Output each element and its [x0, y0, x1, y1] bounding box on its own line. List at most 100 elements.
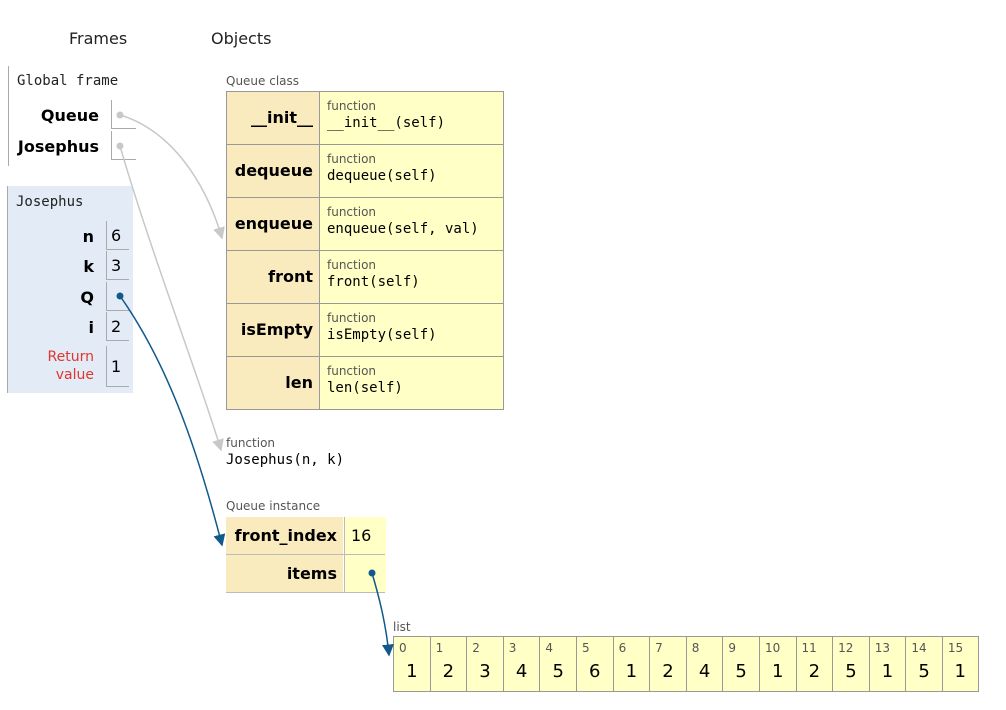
- class-value: function __init__(self): [327, 99, 445, 131]
- return-label-line2: value: [55, 367, 94, 383]
- instance-value: 16: [344, 517, 386, 554]
- class-value: function dequeue(self): [327, 152, 437, 184]
- function-signature: dequeue(self): [327, 168, 437, 184]
- josephus-function-object: function Josephus(n, k): [226, 436, 344, 468]
- function-signature: enqueue(self, val): [327, 221, 479, 237]
- list-index: 7: [655, 641, 663, 655]
- global-var-queue-name: Queue: [40, 106, 99, 125]
- josephus-var-n-name: n: [82, 227, 94, 246]
- list-index: 11: [801, 641, 817, 655]
- class-row-isempty: isEmpty function isEmpty(self): [227, 304, 503, 357]
- function-type-label: function: [226, 436, 276, 450]
- list-index: 15: [947, 641, 964, 655]
- return-label-line1: Return: [47, 349, 94, 365]
- function-signature: front(self): [327, 274, 420, 290]
- list-value: 5: [918, 661, 930, 682]
- class-row-enqueue: enqueue function enqueue(self, val): [227, 198, 503, 251]
- instance-row-front-index: front_index 16: [226, 517, 386, 555]
- list-label: list: [393, 620, 411, 634]
- list-value: 6: [589, 661, 601, 682]
- function-type-label: function: [327, 311, 377, 325]
- list-index: 4: [545, 641, 554, 655]
- list-value: 1: [625, 661, 638, 682]
- function-signature: len(self): [327, 380, 403, 396]
- return-value: 1: [111, 357, 122, 376]
- list-value: 5: [552, 661, 564, 682]
- q-pointer-arrow: [119, 295, 226, 547]
- global-var-josephus-name: Josephus: [17, 137, 99, 156]
- instance-key: front_index: [226, 517, 343, 554]
- function-type-label: function: [327, 99, 377, 113]
- class-key: isEmpty: [227, 304, 320, 356]
- list-value: 4: [515, 661, 528, 682]
- class-value: function len(self): [327, 364, 403, 396]
- josephus-var-i-name: i: [88, 318, 94, 337]
- return-value-label: Return value: [8, 348, 94, 384]
- class-key: __init__: [227, 92, 320, 144]
- list-index: 5: [581, 641, 590, 655]
- objects-header: Objects: [211, 29, 272, 48]
- instance-value: [344, 555, 386, 592]
- josephus-var-q-box: [106, 282, 129, 311]
- list-value: 5: [735, 661, 747, 682]
- list-index: 8: [691, 641, 700, 655]
- function-type-label: function: [327, 152, 377, 166]
- class-key: front: [227, 251, 320, 303]
- class-value: function isEmpty(self): [327, 311, 437, 343]
- frames-header: Frames: [69, 29, 128, 48]
- class-value: function enqueue(self, val): [327, 205, 479, 237]
- josephus-var-n-value: 6: [111, 226, 122, 245]
- josephus-pointer-arrow: [119, 145, 224, 452]
- josephus-frame: Josephus n 6 k 3 Q i 2 Return value 1: [7, 186, 133, 393]
- instance-key: items: [226, 555, 343, 592]
- list-index: 13: [874, 641, 890, 655]
- queue-pointer-arrow: [119, 114, 225, 240]
- global-var-queue-box: [111, 100, 136, 129]
- function-signature: __init__(self): [327, 115, 446, 131]
- list-index: 2: [472, 641, 480, 655]
- josephus-var-i-value: 2: [111, 317, 122, 336]
- function-signature: isEmpty(self): [327, 327, 437, 343]
- function-type-label: function: [327, 364, 377, 378]
- queue-class-table: __init__ function __init__(self) dequeue…: [226, 91, 504, 410]
- list-value: 3: [479, 661, 491, 682]
- list-index: 14: [911, 641, 927, 655]
- josephus-var-k-box: 3: [106, 251, 129, 280]
- list-value: 4: [698, 661, 711, 682]
- list-index: 3: [508, 641, 517, 655]
- queue-instance-table: front_index 16 items: [226, 517, 386, 593]
- list-value: 2: [662, 661, 674, 682]
- instance-row-items: items: [226, 555, 386, 593]
- class-row-len: len function len(self): [227, 357, 503, 409]
- class-key: dequeue: [227, 145, 320, 197]
- josephus-var-n-box: 6: [106, 221, 129, 250]
- items-pointer-arrow: [371, 572, 394, 657]
- queue-class-label: Queue class: [226, 74, 300, 88]
- class-key: enqueue: [227, 198, 320, 250]
- josephus-frame-title: Josephus: [16, 194, 84, 210]
- class-row-init: __init__ function __init__(self): [227, 92, 503, 145]
- josephus-var-k-value: 3: [111, 256, 122, 275]
- list-value: 1: [772, 661, 784, 682]
- list-value: 1: [954, 661, 966, 682]
- class-key: len: [227, 357, 320, 409]
- function-signature: Josephus(n, k): [226, 452, 345, 468]
